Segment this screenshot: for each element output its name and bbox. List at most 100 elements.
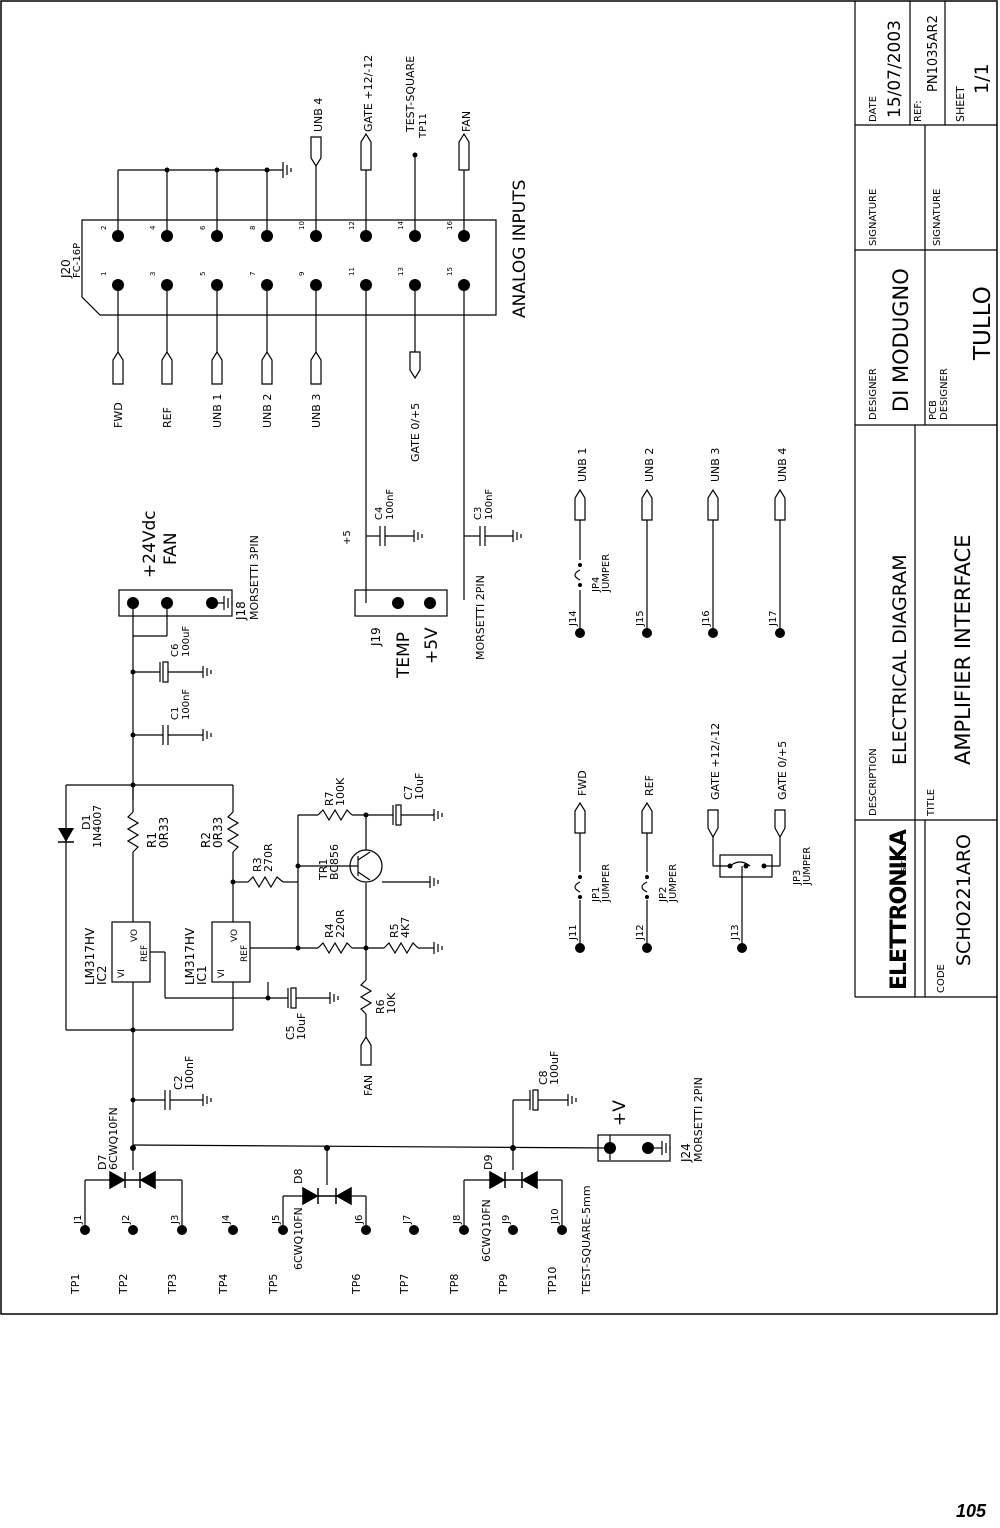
j20-pin-number: 16: [446, 221, 454, 230]
r5-ref: R5: [388, 923, 401, 938]
testpoint-ref: J3: [170, 1215, 181, 1225]
ref-jumper-label: REF: [643, 775, 656, 796]
plus5-label: +5: [342, 530, 353, 545]
r7-ref: R7: [323, 791, 336, 806]
jumper-flags: [574, 488, 786, 839]
testpoint-ref: J2: [121, 1215, 132, 1225]
fan-top-label: FAN: [460, 111, 473, 132]
d9-ref: D9: [482, 1155, 495, 1170]
unb3-jumper-label: UNB 3: [709, 448, 722, 482]
j11-ref: J11: [568, 924, 579, 941]
j18-ref: J18: [234, 601, 248, 621]
j20-pin-number: 11: [348, 267, 356, 276]
c1-ref: C1: [170, 707, 181, 720]
j20-label: ANALOG INPUTS: [510, 180, 530, 318]
description-value: ELECTRICAL DIAGRAM: [889, 554, 911, 765]
j19-type: MORSETTI 2PIN: [474, 575, 487, 660]
r2-ref: R2: [199, 832, 213, 848]
j20-pin-number: 2: [100, 226, 108, 230]
j20-pin-number: 10: [298, 221, 306, 230]
c8-ref: C8: [537, 1070, 550, 1085]
j20-signal-label: GATE 0/+5: [409, 403, 422, 462]
c6-ref: C6: [170, 644, 181, 657]
r6-ref: R6: [374, 999, 387, 1014]
c6-val: 100uF: [181, 626, 192, 657]
j24-type: MORSETTI 2PIN: [692, 1077, 705, 1162]
test-square-top-label: TEST-SQUARE: [404, 56, 417, 133]
date-value: 15/07/2003: [885, 20, 905, 118]
jp4-type: JUMPER: [601, 554, 612, 593]
j20-signal-label: UNB 2: [261, 394, 274, 428]
j16-ref: J16: [701, 610, 712, 627]
ic2-part: LM317HV: [83, 927, 97, 985]
testpoint-label: TP5: [267, 1274, 280, 1295]
jumper-pins: [575, 563, 785, 953]
r3-ref: R3: [251, 857, 264, 872]
tr1-ref: TR1: [317, 859, 330, 881]
testpoint-label: TP8: [448, 1274, 461, 1295]
d7-ref: D7: [96, 1155, 109, 1170]
c7-ref: C7: [402, 785, 415, 800]
d1-part: 1N4007: [91, 805, 104, 848]
ic1-ref: IC1: [195, 965, 209, 985]
unb1-jumper-label: UNB 1: [576, 448, 589, 482]
gate5-jumper-label: GATE 0/+5: [776, 741, 789, 800]
diodes: [109, 1170, 538, 1206]
c7-val: 10uF: [413, 773, 426, 800]
j20-ref: J20: [59, 259, 73, 279]
c2-val: 100nF: [183, 1056, 196, 1090]
code-label: CODE: [936, 964, 947, 993]
regulator-junctions: [130, 812, 369, 1103]
testpoint-label: TP9: [497, 1274, 510, 1295]
designer-value: DI MODUGNO: [889, 268, 913, 412]
jp3-ref: JP3: [792, 870, 803, 886]
j20-pin-number: 1: [100, 272, 108, 276]
jp1-type: JUMPER: [601, 864, 612, 903]
fan-labels: +24Vdc FAN J18 MORSETTI 3PIN C6 100uF C1…: [140, 510, 261, 720]
j18-type: MORSETTI 3PIN: [248, 535, 261, 620]
j20-pin-number: 4: [149, 225, 157, 230]
testpoint-label: TP3: [166, 1274, 179, 1295]
diode-labels: D7 6CWQ10FN D8 6CWQ10FN D9 6CWQ10FN TEST…: [96, 1051, 705, 1295]
j20-pin-number: 12: [348, 221, 356, 230]
regulator-wires: [65, 784, 443, 1145]
testpoint-label: TP4: [217, 1274, 230, 1295]
ic2-vo: VO: [130, 929, 140, 942]
page-number: 105: [955, 1501, 986, 1521]
fan-tag-label: FAN: [362, 1075, 375, 1096]
fwd-jumper-label: FWD: [576, 770, 589, 796]
j20-signal-label: FWD: [112, 402, 125, 428]
ic2-ref: IC2: [95, 965, 109, 985]
ic1-part: LM317HV: [183, 927, 197, 985]
jp2-type: JUMPER: [668, 864, 679, 903]
tp11-label: TP11: [418, 113, 429, 139]
ic1-vo: VO: [230, 929, 240, 942]
testpoint-label: TP7: [398, 1274, 411, 1295]
j20-pin-number: 15: [446, 267, 454, 276]
d8-part: 6CWQ10FN: [292, 1207, 305, 1270]
c1-val: 100nF: [181, 689, 192, 720]
date-label: DATE: [868, 96, 879, 122]
testpoint-ref: J5: [271, 1215, 282, 1225]
testpoint-ref: J6: [354, 1215, 365, 1225]
jp3-type: JUMPER: [802, 847, 813, 886]
fan-section: [118, 589, 233, 800]
j20-part: FC-16P: [72, 243, 83, 278]
c5-ref: C5: [284, 1025, 297, 1040]
c4-val: 100nF: [385, 489, 396, 520]
sheet-value: 1/1: [971, 63, 993, 94]
gate12-jumper-label: GATE +12/-12: [709, 723, 722, 800]
testpoint-ref: J7: [402, 1215, 413, 1225]
supply-24v: +24Vdc: [140, 510, 160, 578]
r1-val: 0R33: [157, 817, 171, 848]
j19-ref: J19: [369, 627, 383, 647]
j20-pin-number: 5: [199, 272, 207, 276]
j13-ref: J13: [730, 924, 741, 941]
jp2-ref: JP2: [658, 887, 669, 903]
r2-val: 0R33: [211, 817, 225, 848]
testpoint-label: TP1: [69, 1274, 82, 1295]
